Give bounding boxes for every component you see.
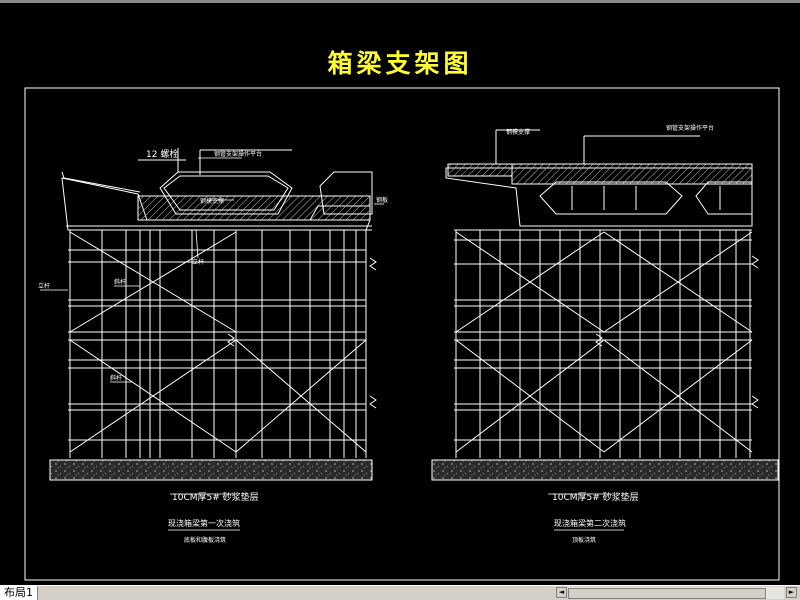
right-vertical-posts xyxy=(455,230,751,458)
left-cantilever-flange xyxy=(61,171,141,193)
right-footing-label: 10CM厚5# 砂浆垫层 xyxy=(552,491,639,503)
right-flange xyxy=(447,163,513,177)
left-label-platform: 钢管支架操作平台 xyxy=(214,150,262,158)
left-label-brace-2: 斜杆 xyxy=(110,374,122,382)
drawing-title: 箱梁支架图 xyxy=(327,49,473,78)
left-label-inner-support: 钢模支撑 xyxy=(200,197,224,205)
scroll-right-button[interactable]: ► xyxy=(786,587,797,598)
status-bar: 布局1 ◄ ► xyxy=(0,585,800,600)
cad-drawing: 12 螺栓 钢管支架操作平台 钢模支撑 立杆 立杆 斜杆 斜杆 钢板 10CM厚… xyxy=(24,87,780,581)
scroll-left-button[interactable]: ◄ xyxy=(556,587,567,598)
window-top-strip xyxy=(0,0,800,3)
right-subcaption: 顶板浇筑 xyxy=(572,536,596,544)
right-caption: 现浇箱梁第二次浇筑 xyxy=(554,518,626,528)
right-footing-gravel xyxy=(431,459,779,481)
left-subcaption: 底板和腹板浇筑 xyxy=(184,536,226,544)
right-elevation xyxy=(445,129,759,453)
left-label-post: 立杆 xyxy=(192,258,204,266)
left-leaders xyxy=(40,157,384,531)
left-label-vertical: 立杆 xyxy=(38,282,50,290)
drawing-frame xyxy=(24,87,780,581)
right-box-cell-2 xyxy=(695,181,753,215)
left-vertical-posts xyxy=(69,230,367,458)
right-label-platform: 钢管支架操作平台 xyxy=(666,124,714,132)
right-box-cell-1 xyxy=(539,181,683,215)
scrollbar-thumb[interactable] xyxy=(568,588,766,599)
left-bottom-slab xyxy=(137,195,371,221)
left-footing-label: 10CM厚5# 砂浆垫层 xyxy=(172,491,259,503)
left-footing-gravel xyxy=(49,459,373,481)
left-second-cell xyxy=(319,171,373,215)
right-top-slab xyxy=(511,163,753,185)
left-caption: 现浇箱梁第一次浇筑 xyxy=(168,518,240,528)
left-label-side: 钢板 xyxy=(376,196,388,204)
right-label-top: 钢模支撑 xyxy=(506,128,530,136)
right-leaders xyxy=(548,493,624,531)
tab-layout1[interactable]: 布局1 xyxy=(0,586,38,600)
left-label-bolt: 12 螺栓 xyxy=(146,148,178,160)
left-label-brace-1: 斜杆 xyxy=(114,278,126,286)
left-elevation xyxy=(61,148,377,453)
horizontal-scrollbar[interactable] xyxy=(568,587,784,599)
